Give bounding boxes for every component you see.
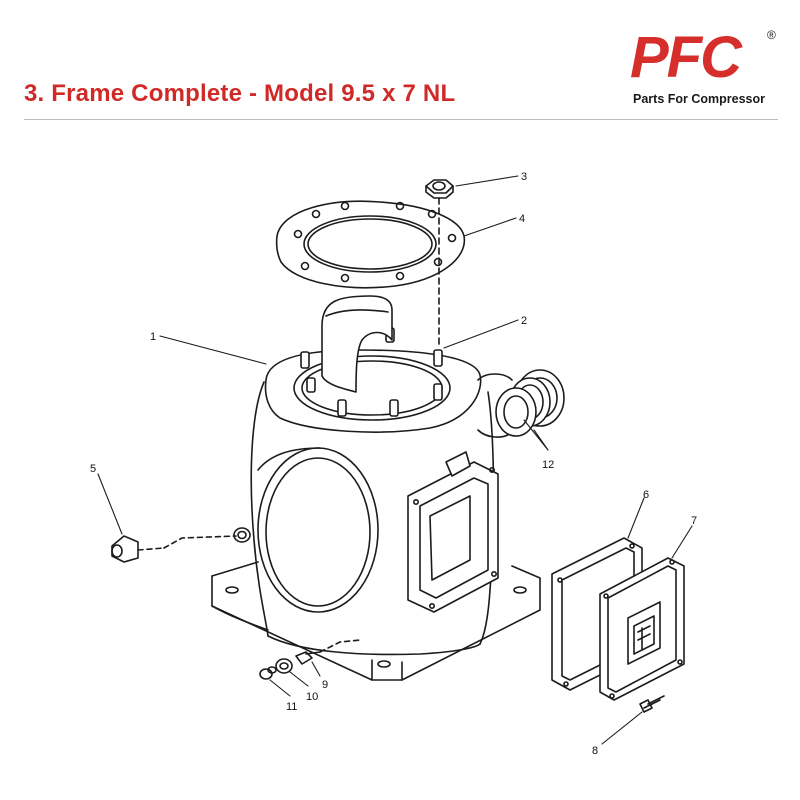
callout-12: 12 <box>542 459 554 471</box>
part-3-nut <box>425 179 454 199</box>
registered-mark: ® <box>767 28 776 42</box>
part-7-cover-plate <box>599 557 685 701</box>
part-5-plug <box>111 535 237 563</box>
callout-2: 2 <box>521 315 527 327</box>
callout-6: 6 <box>643 489 649 501</box>
logo-tagline: Parts For Compressor <box>633 92 765 106</box>
part-8-bolt <box>639 695 665 713</box>
logo-wordmark: PFC <box>630 25 742 90</box>
part-4-flange-gasket <box>275 200 466 289</box>
callout-4: 4 <box>519 213 525 225</box>
title-divider <box>24 119 778 120</box>
callout-10: 10 <box>306 691 318 703</box>
part-1-frame <box>211 295 541 681</box>
callout-1: 1 <box>150 331 156 343</box>
callout-3: 3 <box>521 171 527 183</box>
pfc-logo: PFC ® Parts For Compressor <box>630 28 780 110</box>
callout-7: 7 <box>691 515 697 527</box>
callout-5: 5 <box>90 463 96 475</box>
part-11-fitting <box>259 666 277 680</box>
page-title: 3. Frame Complete - Model 9.5 x 7 NL <box>24 80 456 107</box>
part-9-fitting <box>295 651 321 665</box>
callout-8: 8 <box>592 745 598 757</box>
callout-9: 9 <box>322 679 328 691</box>
part-12-rings <box>495 369 565 437</box>
part-10-fitting <box>275 658 293 674</box>
callout-11: 11 <box>286 701 297 713</box>
